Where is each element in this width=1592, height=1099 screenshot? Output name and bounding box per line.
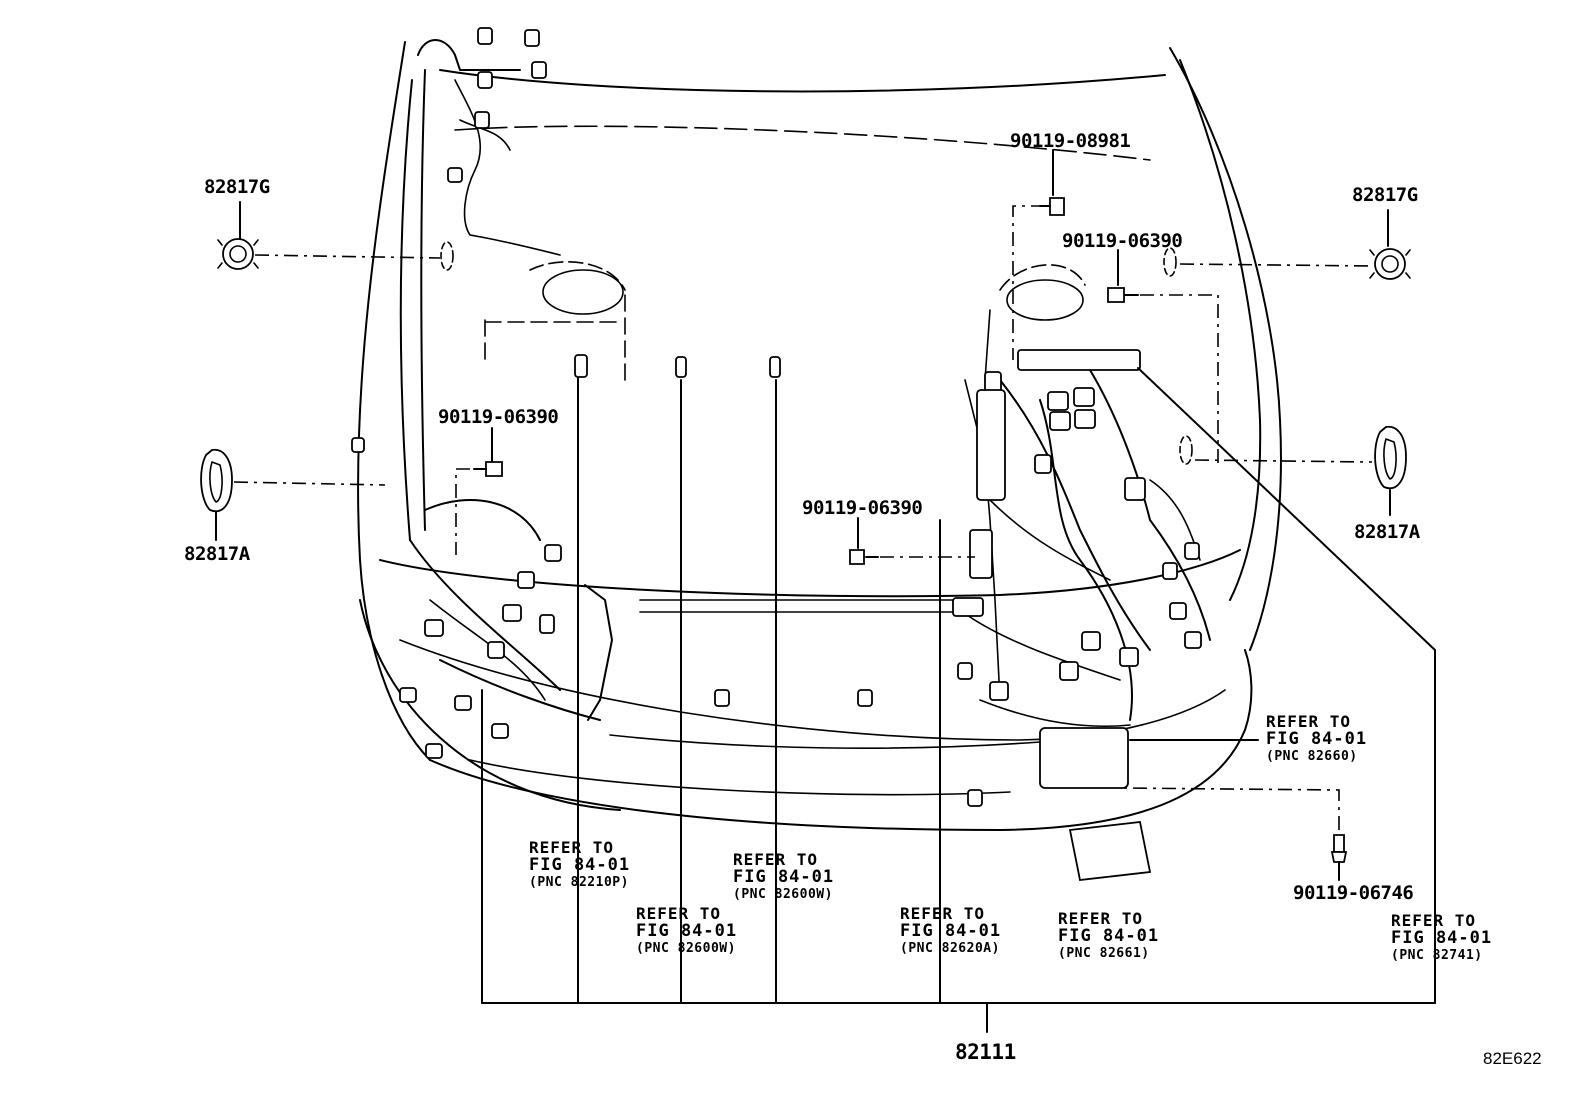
- part-label-grommet-left: 82817G: [204, 176, 270, 198]
- figure-code: 82E622: [1483, 1049, 1542, 1068]
- reference-82210p: REFER TO FIG 84-01 (PNC 82210P): [529, 838, 631, 890]
- clamp-right-icon: [1179, 425, 1407, 516]
- reference-line2: FIG 84-01: [636, 921, 738, 941]
- reference-line1: REFER TO: [900, 904, 986, 923]
- part-label-grommet-right: 82817G: [1352, 184, 1418, 206]
- reference-82661: REFER TO FIG 84-01 (PNC 82661): [1058, 909, 1160, 961]
- part-label-clamp-right: 82817A: [1354, 521, 1420, 543]
- reference-82620a: REFER TO FIG 84-01 (PNC 82620A): [900, 904, 1002, 956]
- leader-lines: [481, 367, 1436, 1033]
- reference-line2: FIG 84-01: [1266, 729, 1368, 749]
- reference-line3: (PNC 82620A): [900, 941, 1000, 956]
- grommet-right-icon: [1163, 209, 1411, 280]
- part-label-bolt-06390-center: 90119-06390: [802, 497, 923, 519]
- reference-line2: FIG 84-01: [733, 867, 835, 887]
- reference-line2: FIG 84-01: [1391, 928, 1493, 948]
- reference-line1: REFER TO: [1058, 909, 1144, 928]
- part-label-bolt-06746: 90119-06746: [1293, 882, 1414, 904]
- reference-line1: REFER TO: [1391, 911, 1477, 930]
- part-label-bolt-08981: 90119-08981: [1010, 130, 1131, 152]
- reference-82600w-a: REFER TO FIG 84-01 (PNC 82600W): [636, 904, 738, 956]
- reference-line3: (PNC 82210P): [529, 875, 629, 890]
- strut-tower-left: [484, 261, 626, 386]
- strut-tower-right: [984, 264, 1086, 381]
- reference-line3: (PNC 82660): [1266, 749, 1358, 764]
- reference-82660: REFER TO FIG 84-01 (PNC 82660): [1266, 712, 1368, 764]
- reference-82600w-b: REFER TO FIG 84-01 (PNC 82600W): [733, 850, 835, 902]
- part-label-clamp-left: 82817A: [184, 543, 250, 565]
- reference-line3: (PNC 82741): [1391, 948, 1483, 963]
- clamp-left-icon: [200, 448, 386, 541]
- reference-line3: (PNC 82600W): [636, 941, 736, 956]
- part-label-bolt-06390-right: 90119-06390: [1062, 230, 1183, 252]
- reference-line1: REFER TO: [529, 838, 615, 857]
- bolt-icons: [455, 149, 1348, 881]
- reference-line2: FIG 84-01: [900, 921, 1002, 941]
- connectors: [351, 27, 1202, 881]
- reference-line2: FIG 84-01: [1058, 926, 1160, 946]
- part-label-bolt-06390-left: 90119-06390: [438, 406, 559, 428]
- reference-line3: (PNC 82661): [1058, 946, 1150, 961]
- body-outline: [357, 41, 1282, 831]
- part-label-main-harness: 82111: [955, 1040, 1016, 1064]
- reference-line3: (PNC 82600W): [733, 887, 833, 902]
- grommet-left-icon: [217, 201, 454, 271]
- reference-line2: FIG 84-01: [529, 855, 631, 875]
- reference-line1: REFER TO: [1266, 712, 1352, 731]
- reference-line1: REFER TO: [636, 904, 722, 923]
- reference-line1: REFER TO: [733, 850, 819, 869]
- reference-82741: REFER TO FIG 84-01 (PNC 82741): [1391, 911, 1493, 963]
